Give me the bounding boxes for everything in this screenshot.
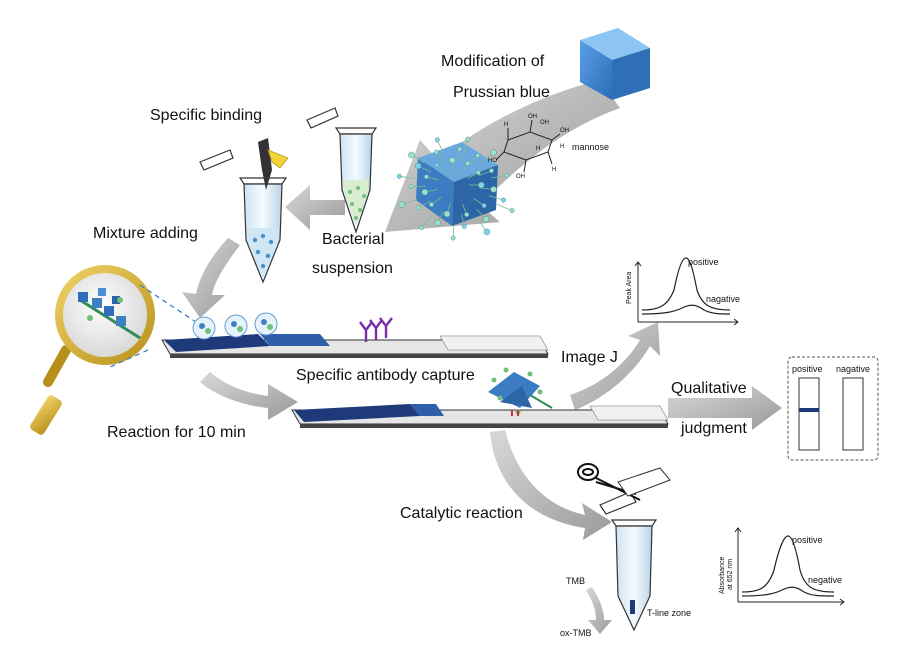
ligand-dot — [476, 153, 480, 157]
chem-label: H — [552, 167, 556, 173]
cut-strip-piece — [618, 468, 670, 496]
conjugate-pad — [260, 334, 330, 346]
chem-label: OH — [560, 128, 569, 134]
ligand-dot — [476, 170, 480, 174]
ligand-dot — [482, 203, 486, 207]
label-mixture-adding: Mixture adding — [93, 225, 198, 242]
negative-strip — [843, 378, 863, 450]
antibody-y-shapes — [360, 318, 392, 342]
ligand-dot — [435, 163, 439, 167]
ligand-dot — [491, 186, 497, 192]
ligand-dot — [490, 150, 496, 156]
ligand-dot — [504, 173, 508, 177]
positive-test-line — [799, 408, 819, 412]
arrow-reaction — [200, 372, 298, 420]
chem-label: HO — [488, 158, 497, 164]
ligand-dot — [466, 137, 470, 141]
ligand-dot — [397, 174, 401, 178]
peak-negative-label: nagative — [706, 294, 740, 304]
absorbance-negative-curve — [742, 587, 834, 596]
label-t-line-zone: T-line zone — [647, 608, 691, 618]
label-judgment: judgment — [680, 420, 747, 437]
arrow-catalytic — [490, 430, 612, 540]
peak-area-plot: Peak Area positive nagative — [626, 257, 740, 325]
ligand-dot — [449, 157, 455, 163]
arrow-to-bacteria — [285, 185, 345, 230]
ligand-dot — [424, 175, 428, 179]
chem-label: H — [536, 146, 540, 152]
label-bacterial: Bacterial — [322, 231, 384, 248]
label-qualitative: Qualitative — [671, 380, 747, 397]
absorbance-ylabel-1: Absorbance — [719, 557, 726, 594]
ligand-dot — [444, 211, 450, 217]
magnifier-icon — [29, 265, 155, 436]
ligand-dot — [419, 225, 423, 229]
label-prussian-blue: Prussian blue — [453, 84, 550, 101]
label-specific-binding: Specific binding — [150, 107, 262, 124]
ligand-dot — [409, 184, 413, 188]
ligand-dot — [435, 220, 441, 226]
absorbance-plot: Absorbance at 652 nm positive negative — [719, 528, 844, 605]
label-suspension: suspension — [312, 260, 393, 277]
absorbance-negative-label: negative — [808, 575, 842, 585]
strip-negative-label: nagative — [836, 364, 870, 374]
arrow-tmb — [586, 587, 612, 634]
label-catalytic: Catalytic reaction — [400, 505, 523, 522]
peak-negative-curve — [642, 305, 730, 314]
label-modification: Modification of — [441, 53, 545, 70]
label-ox-tmb: ox-TMB — [560, 628, 592, 638]
ligand-dot — [478, 182, 484, 188]
label-mannose: mannose — [572, 142, 609, 152]
ligand-dot — [489, 169, 493, 173]
ligand-dot — [408, 152, 414, 158]
ligand-dot — [464, 212, 468, 216]
absorbance-positive-label: positive — [792, 535, 823, 545]
positive-strip — [799, 378, 819, 450]
ligand-dot — [462, 224, 466, 228]
ligand-dot — [422, 189, 428, 195]
chem-label: OH — [516, 174, 525, 180]
peak-plot-ylabel: Peak Area — [626, 272, 633, 304]
ligand-dot — [415, 163, 421, 169]
absorbance-ylabel-2: at 652 nm — [727, 559, 734, 590]
catalytic-tube — [578, 464, 670, 630]
ligand-dot — [429, 202, 433, 206]
captured-complex — [488, 368, 552, 417]
chem-label: H — [560, 144, 564, 150]
ligand-dot — [501, 198, 505, 202]
label-antibody-capture: Specific antibody capture — [296, 367, 475, 384]
ligand-dot — [435, 138, 439, 142]
ligand-dot — [484, 229, 490, 235]
ligand-dot — [457, 147, 461, 151]
ligand-linker — [497, 204, 512, 210]
test-strip-1 — [162, 313, 548, 358]
t-line-zone-piece — [630, 600, 635, 614]
label-image-j: Image J — [561, 349, 618, 366]
ligand-dot — [483, 216, 489, 222]
ligand-dot — [416, 206, 420, 210]
label-tmb: TMB — [566, 576, 585, 586]
strip-result-box: positive nagative — [788, 357, 878, 460]
nanoparticle-spheres — [193, 313, 277, 339]
chem-label: OH — [528, 114, 537, 120]
ligand-dot — [451, 236, 455, 240]
arrow-mixture-adding — [182, 238, 240, 318]
absorbent-pad — [590, 406, 668, 420]
strip-positive-label: positive — [792, 364, 823, 374]
ligand-dot — [510, 208, 514, 212]
label-reaction: Reaction for 10 min — [107, 424, 246, 441]
ligand-dot — [399, 201, 405, 207]
chem-label: OH — [540, 120, 549, 126]
arrow-image-j — [570, 322, 660, 410]
peak-positive-label: positive — [688, 257, 719, 267]
chem-label: H — [504, 122, 508, 128]
ligand-dot — [434, 150, 438, 154]
absorbent-pad — [440, 336, 548, 350]
ligand-dot — [465, 161, 469, 165]
